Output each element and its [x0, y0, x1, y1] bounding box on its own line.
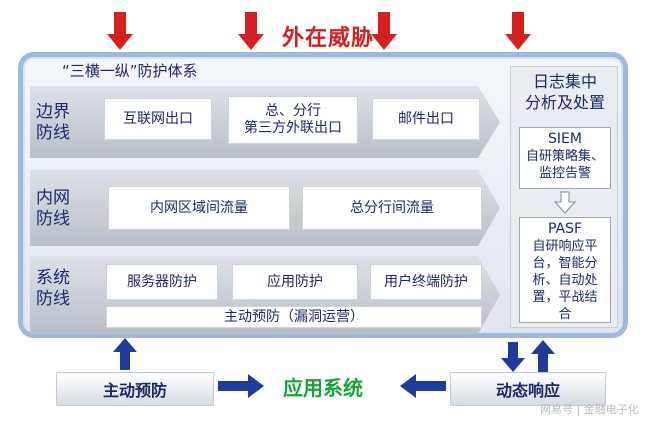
threat-arrow-2 — [238, 12, 264, 50]
vulnerability-ops-box: 主动预防（漏洞运营） — [106, 306, 482, 328]
siem-name: SIEM — [548, 131, 582, 147]
up-arrow-right — [531, 340, 555, 372]
pasf-name: PASF — [547, 221, 583, 237]
application-protection-box: 应用防护 — [232, 264, 358, 300]
threat-title: 外在威胁 — [282, 26, 375, 51]
up-arrow-left — [113, 338, 137, 370]
server-protection-box: 服务器防护 — [106, 264, 218, 300]
right-arrow-center — [218, 374, 264, 398]
threat-arrow-4 — [505, 12, 531, 50]
framework-title: “三横一纵”防护体系 — [62, 62, 198, 80]
pasf-box: PASF 自研响应平 台，智能分 析、自动处 置，平战结 合 — [519, 217, 611, 323]
threat-arrow-1 — [107, 12, 133, 50]
pasf-desc: 自研响应平 台，智能分 析、自动处 置，平战结 合 — [532, 239, 598, 322]
log-analysis-panel: 日志集中 分析及处置 SIEM 自研策略集、 监控告警 PASF 自研响应平 台… — [510, 66, 618, 328]
band-label: 系统 防线 — [36, 268, 70, 309]
inter-zone-traffic-box: 内网区域间流量 — [108, 186, 290, 230]
band-label: 内网 防线 — [36, 188, 70, 229]
siem-desc: 自研策略集、 监控告警 — [525, 149, 604, 181]
down-arrow-icon — [553, 191, 577, 214]
application-system-label: 应用系统 — [283, 376, 363, 400]
internet-exit-box: 互联网出口 — [104, 98, 212, 140]
band-intranet: 内网 防线 内网区域间流量 总分行间流量 — [30, 170, 500, 246]
dynamic-response-label: 动态响应 — [450, 372, 606, 406]
band-boundary: 边界 防线 互联网出口 总、分行 第三方外联出口 邮件出口 — [30, 86, 500, 158]
threat-arrow-3 — [371, 12, 397, 50]
active-prevention-label: 主动预防 — [56, 372, 214, 406]
down-arrow-right — [501, 342, 525, 372]
endpoint-protection-box: 用户终端防护 — [370, 264, 482, 300]
left-arrow-center — [400, 374, 446, 398]
band-label: 边界 防线 — [36, 102, 70, 143]
log-panel-title: 日志集中 分析及处置 — [524, 72, 605, 112]
watermark: 网易号 | 金融电子化 — [540, 403, 639, 416]
siem-box: SIEM 自研策略集、 监控告警 — [519, 127, 611, 189]
third-party-exit-box: 总、分行 第三方外联出口 — [228, 96, 358, 144]
band-system: 系统 防线 服务器防护 应用防护 用户终端防护 主动预防（漏洞运营） — [30, 256, 500, 334]
branch-traffic-box: 总分行间流量 — [302, 186, 482, 230]
email-exit-box: 邮件出口 — [372, 98, 480, 140]
